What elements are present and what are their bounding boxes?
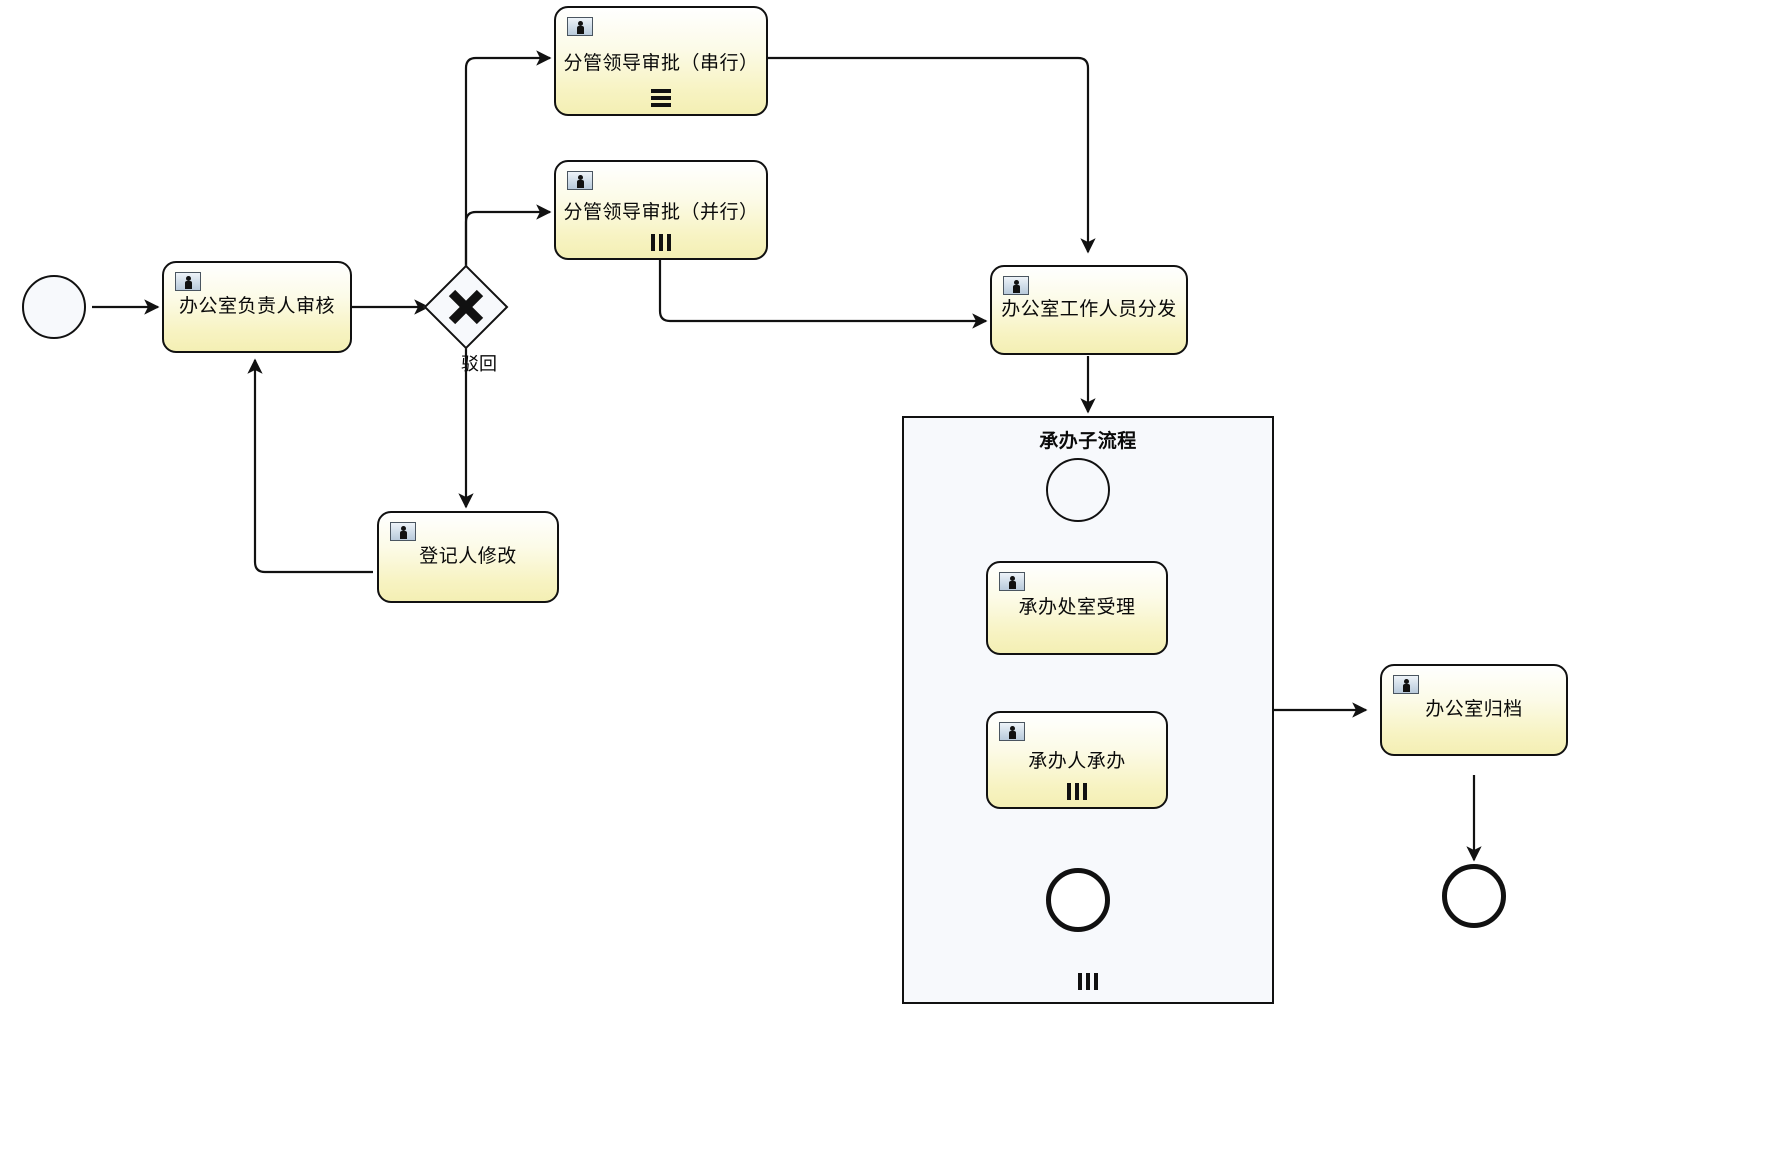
task-label: 办公室负责人审核 xyxy=(178,296,335,318)
parallel-multiinstance-marker xyxy=(1067,783,1087,800)
task-label: 承办处室受理 xyxy=(1018,597,1136,619)
flow-parallel-to-distribute xyxy=(658,260,988,329)
user-task-icon xyxy=(175,272,201,291)
task-leader-approval-parallel[interactable]: 分管领导审批（并行） xyxy=(554,160,768,260)
end-event[interactable] xyxy=(1442,864,1506,928)
task-label: 办公室归档 xyxy=(1425,699,1523,721)
subprocess-start-event[interactable] xyxy=(1046,458,1110,522)
user-task-icon xyxy=(999,722,1025,741)
subprocess-parallel-multiinstance-marker xyxy=(1078,973,1098,990)
task-office-archive[interactable]: 办公室归档 xyxy=(1380,664,1568,756)
user-task-icon xyxy=(390,522,416,541)
user-task-icon xyxy=(1003,276,1029,295)
subprocess-end-event[interactable] xyxy=(1046,868,1110,932)
task-registrar-edit[interactable]: 登记人修改 xyxy=(377,511,559,603)
task-department-accept[interactable]: 承办处室受理 xyxy=(986,561,1168,655)
user-task-icon xyxy=(567,17,593,36)
task-office-head-review[interactable]: 办公室负责人审核 xyxy=(162,261,352,353)
task-leader-approval-serial[interactable]: 分管领导审批（串行） xyxy=(554,6,768,116)
user-task-icon xyxy=(999,572,1025,591)
task-label: 承办人承办 xyxy=(1028,751,1126,773)
user-task-icon xyxy=(567,171,593,190)
task-handler-handle[interactable]: 承办人承办 xyxy=(986,711,1168,809)
sequential-multiinstance-marker xyxy=(651,89,671,107)
task-label: 办公室工作人员分发 xyxy=(1001,299,1177,321)
task-label: 分管领导审批（串行） xyxy=(563,53,759,75)
subprocess-title: 承办子流程 xyxy=(1039,431,1137,452)
task-office-staff-distribute[interactable]: 办公室工作人员分发 xyxy=(990,265,1188,355)
flow-label-reject: 驳回 xyxy=(461,354,497,374)
flow-gateway-to-serial xyxy=(464,50,552,279)
task-label: 分管领导审批（并行） xyxy=(563,202,759,224)
start-event[interactable] xyxy=(22,275,86,339)
user-task-icon xyxy=(1393,675,1419,694)
task-label: 登记人修改 xyxy=(419,546,517,568)
flow-edit-to-review xyxy=(247,358,373,574)
flow-serial-to-distribute xyxy=(768,56,1096,254)
parallel-multiinstance-marker xyxy=(651,234,671,251)
flow-gateway-to-parallel xyxy=(464,204,552,279)
